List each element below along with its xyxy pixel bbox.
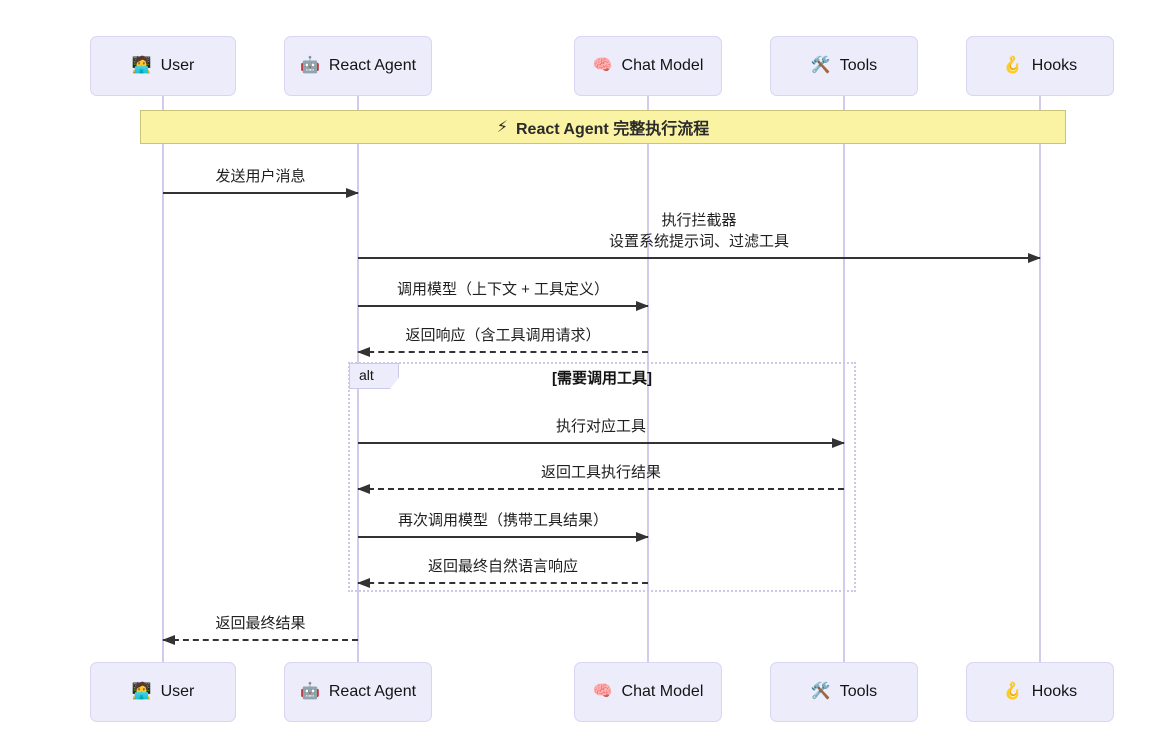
actor-user-bottom: 🧑‍💻 User — [90, 662, 236, 722]
actor-react-agent-top: 🤖 React Agent — [284, 36, 432, 96]
robot-icon: 🤖 — [299, 683, 320, 700]
message-send-user-message: 发送用户消息 — [163, 166, 359, 198]
message-arrow — [358, 532, 649, 542]
message-label: 设置系统提示词、过滤工具 — [608, 233, 789, 250]
message-call-model-again: 再次调用模型（携带工具结果） — [358, 510, 649, 542]
actor-tools-top: 🛠️ Tools — [770, 36, 918, 96]
actor-label: User — [160, 683, 195, 700]
message-call-model: 调用模型（上下文 + 工具定义） — [358, 279, 649, 311]
user-icon: 🧑‍💻 — [131, 683, 152, 700]
actor-chat-model-top: 🧠 Chat Model — [574, 36, 722, 96]
message-return-tool-result: 返回工具执行结果 — [357, 462, 844, 494]
lifeline-tools — [843, 96, 845, 662]
actor-label: Chat Model — [621, 683, 704, 700]
actor-label: Tools — [839, 683, 878, 700]
user-icon: 🧑‍💻 — [131, 57, 152, 74]
message-arrow — [357, 484, 844, 494]
arrowhead-right-icon — [346, 188, 359, 198]
message-arrow — [163, 188, 359, 198]
actor-hooks-bottom: 🪝 Hooks — [966, 662, 1114, 722]
message-return-response: 返回响应（含工具调用请求） — [357, 325, 648, 357]
actor-user-top: 🧑‍💻 User — [90, 36, 236, 96]
message-label: 执行拦截器 — [661, 212, 737, 229]
brain-icon: 🧠 — [592, 57, 613, 74]
alt-label: alt — [349, 363, 399, 389]
message-arrow — [358, 301, 649, 311]
message-execute-tool: 执行对应工具 — [358, 416, 845, 448]
actor-hooks-top: 🪝 Hooks — [966, 36, 1114, 96]
message-label: 返回工具执行结果 — [540, 464, 661, 481]
brain-icon: 🧠 — [592, 683, 613, 700]
message-return-final-result: 返回最终结果 — [162, 613, 358, 645]
actor-label: Chat Model — [621, 57, 704, 74]
lifeline-hooks — [1039, 96, 1041, 662]
arrowhead-left-icon — [357, 484, 370, 494]
tools-icon: 🛠️ — [810, 57, 831, 74]
message-label: 返回响应（含工具调用请求） — [405, 327, 601, 344]
message-label: 再次调用模型（携带工具结果） — [397, 512, 608, 529]
alt-condition: [需要调用工具] — [552, 370, 652, 387]
arrowhead-right-icon — [1028, 253, 1041, 263]
message-label: 返回最终结果 — [215, 615, 306, 632]
hook-icon: 🪝 — [1002, 683, 1023, 700]
hook-icon: 🪝 — [1002, 57, 1023, 74]
arrowhead-left-icon — [162, 635, 175, 645]
actor-label: React Agent — [328, 683, 417, 700]
robot-icon: 🤖 — [299, 57, 320, 74]
actor-react-agent-bottom: 🤖 React Agent — [284, 662, 432, 722]
message-arrow — [358, 438, 845, 448]
tools-icon: 🛠️ — [810, 683, 831, 700]
lifeline-user — [162, 96, 164, 662]
message-label: 发送用户消息 — [215, 168, 306, 185]
message-label: 返回最终自然语言响应 — [427, 558, 578, 575]
diagram-title: React Agent 完整执行流程 — [516, 121, 710, 138]
actor-label: User — [160, 57, 195, 74]
message-arrow — [162, 635, 358, 645]
actor-label: Tools — [839, 57, 878, 74]
actor-label: Hooks — [1031, 683, 1078, 700]
arrowhead-left-icon — [357, 347, 370, 357]
diagram-title-banner: ⚡ React Agent 完整执行流程 — [140, 110, 1066, 144]
actor-label: React Agent — [328, 57, 417, 74]
arrowhead-right-icon — [832, 438, 845, 448]
message-label: 调用模型（上下文 + 工具定义） — [396, 281, 610, 298]
message-run-interceptors: 执行拦截器 设置系统提示词、过滤工具 — [358, 210, 1041, 263]
lifeline-chat-model — [647, 96, 649, 662]
message-arrow — [358, 253, 1041, 263]
arrowhead-left-icon — [357, 578, 370, 588]
actor-chat-model-bottom: 🧠 Chat Model — [574, 662, 722, 722]
message-arrow — [357, 578, 648, 588]
message-return-final-nl-response: 返回最终自然语言响应 — [357, 556, 648, 588]
message-arrow — [357, 347, 648, 357]
message-label: 执行对应工具 — [555, 418, 646, 435]
lightning-icon: ⚡ — [496, 119, 508, 136]
arrowhead-right-icon — [636, 532, 649, 542]
actor-tools-bottom: 🛠️ Tools — [770, 662, 918, 722]
alt-block: alt [需要调用工具] — [348, 362, 856, 592]
actor-label: Hooks — [1031, 57, 1078, 74]
arrowhead-right-icon — [636, 301, 649, 311]
